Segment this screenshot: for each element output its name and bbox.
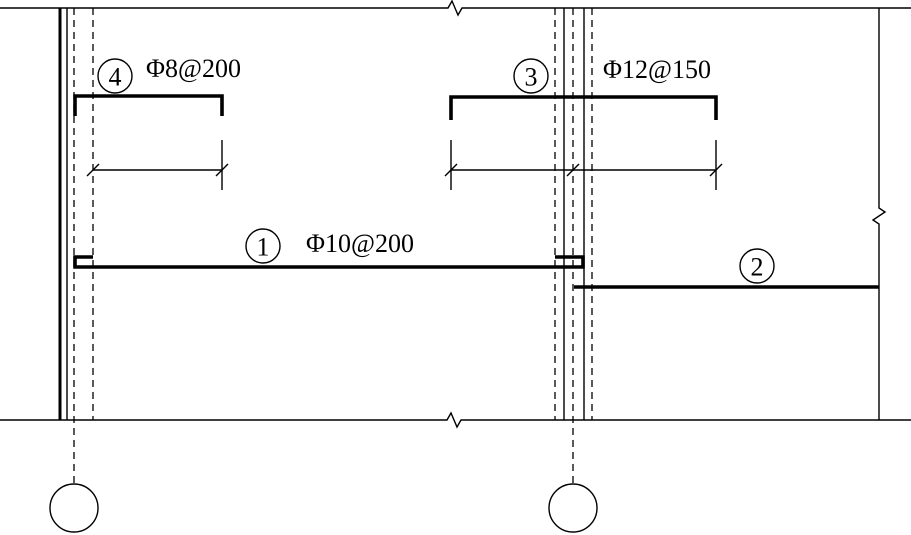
dimension-line-bar-3 <box>444 140 723 190</box>
axis-bubble-left <box>49 483 99 533</box>
bar-4-mark-circle <box>97 58 133 94</box>
bar-3-mark: 3 <box>525 63 538 92</box>
bar-2-mark: 2 <box>751 253 764 282</box>
dimension-line-bar-4 <box>86 140 229 190</box>
bar-4-shape <box>73 94 224 116</box>
bar-2-mark-circle <box>739 248 775 284</box>
bottom-break-line <box>0 411 911 429</box>
bar-3-shape <box>449 95 718 120</box>
top-break-line <box>0 0 911 17</box>
bar-1-mark: 1 <box>257 233 270 262</box>
bar-4-spec: Φ8@200 <box>146 54 241 83</box>
bar-4-mark: 4 <box>109 63 122 92</box>
axis-bubble-middle <box>548 483 598 533</box>
bar-1-mark-circle <box>245 228 281 264</box>
bar-3-mark-circle <box>513 58 549 94</box>
bar-1-shape <box>73 255 585 269</box>
bar-3-spec: Φ12@150 <box>603 55 711 84</box>
right-edge-break-line <box>871 8 887 420</box>
bar-1-spec: Φ10@200 <box>306 229 414 258</box>
